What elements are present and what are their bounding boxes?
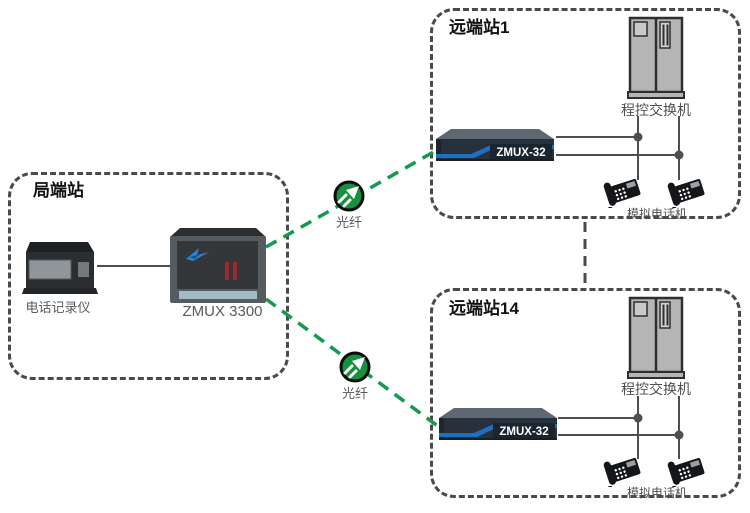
station-title-remote1: 远端站1: [449, 18, 510, 37]
zmux-3300-device: [170, 228, 266, 303]
recorder-label: 电话记录仪: [25, 300, 91, 315]
recorder-screen: [28, 259, 72, 280]
fiber-label-2: 光纤: [341, 386, 368, 401]
switch-label-remote1: 程控交换机: [621, 102, 691, 118]
zmux32-front-text: ZMUX-32: [496, 147, 545, 159]
telephone-recorder-device: [22, 242, 98, 294]
station-box-remote1: [430, 8, 741, 219]
switch-cabinet-remote14: [627, 296, 685, 379]
cabinet-vents: [659, 301, 671, 329]
switch-cabinet-remote1: [627, 16, 685, 99]
phone-label-remote14: 模拟电话机: [626, 486, 687, 500]
fiber-connector-icon: [333, 180, 365, 212]
red-led-bar: [233, 262, 237, 280]
station-box-local: [8, 172, 289, 380]
cabinet-base: [627, 371, 685, 379]
red-led-bar: [225, 262, 229, 280]
analog-phone-icon: [603, 457, 641, 487]
cabinet-window: [633, 21, 648, 37]
analog-phone-icon: [667, 457, 705, 487]
phone-label-remote1: 模拟电话机: [626, 207, 687, 221]
station-title-remote14: 远端站14: [449, 299, 519, 318]
switch-label-remote14: 程控交换机: [621, 381, 691, 397]
zmux32-front-text: ZMUX-32: [499, 426, 548, 438]
cabinet-base: [627, 91, 685, 99]
cabinet-vents: [659, 21, 671, 49]
fiber-connector-icon: [339, 351, 371, 383]
zmux-32-device-remote14: ZMUX-32: [439, 408, 557, 440]
analog-phone-icon: [603, 178, 641, 208]
analog-phone-icon: [667, 178, 705, 208]
zmux3300-label: ZMUX 3300: [182, 303, 263, 320]
zmux-32-device-remote1: ZMUX-32: [436, 129, 554, 161]
recorder-button: [78, 262, 89, 277]
zmux3300-front-panel: [177, 241, 258, 289]
fiber-label-1: 光纤: [335, 215, 362, 230]
zmux3300-bottom-bar: [179, 291, 257, 299]
cabinet-window: [633, 301, 648, 317]
station-title-local: 局端站: [33, 181, 84, 200]
